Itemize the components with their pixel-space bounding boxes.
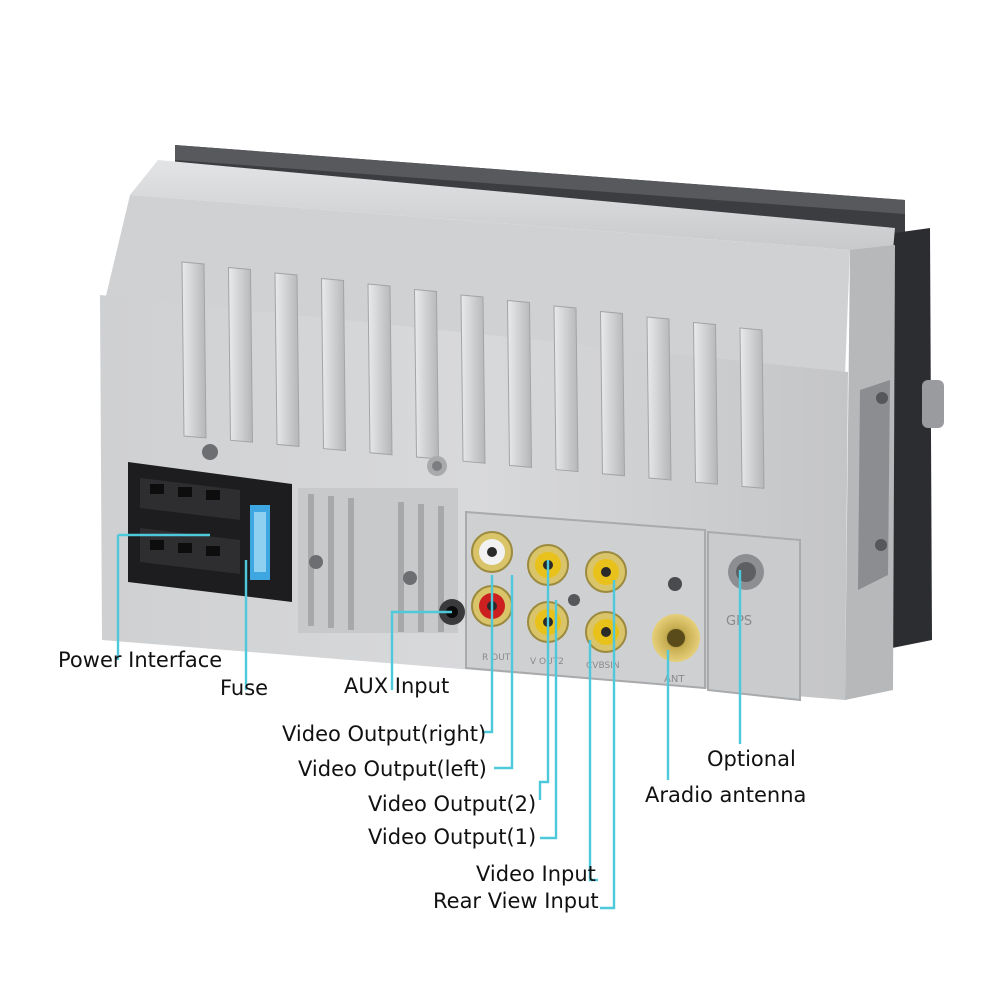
callout-line: [600, 580, 616, 910]
rca-jack: [585, 611, 627, 653]
r-out-marking: R OUT: [482, 653, 511, 663]
heatsink-fin: [227, 266, 254, 443]
heatsink-fins: [181, 261, 765, 489]
label-rear-view-input: Rear View Input: [433, 889, 599, 913]
screw: [202, 444, 218, 460]
rca-jack: [585, 551, 627, 593]
heatsink-fin: [692, 321, 719, 485]
heatsink-fin: [599, 310, 626, 477]
label-fuse: Fuse: [220, 676, 269, 700]
screw: [568, 594, 580, 606]
vent-slots: [298, 488, 458, 633]
callout-line: [494, 575, 514, 770]
ant-marking: ANT: [664, 674, 685, 685]
gps-port: [728, 554, 764, 590]
label-video-output-1: Video Output(1): [368, 825, 537, 849]
heatsink-fin: [413, 288, 440, 460]
screw: [309, 555, 323, 569]
side-screw: [876, 392, 888, 404]
label-aux-input: AUX Input: [344, 674, 450, 698]
screw: [403, 571, 417, 585]
callout-line: [540, 600, 558, 840]
radio-antenna-port: [652, 614, 700, 662]
side-bracket: [858, 380, 890, 590]
mic-hole: [668, 577, 682, 591]
side-screw: [875, 539, 887, 551]
fuse: [250, 505, 270, 580]
heatsink-fin: [506, 299, 533, 468]
chassis-top: [130, 160, 895, 250]
callout-line: [538, 560, 550, 800]
label-aradio-antenna: Aradio antenna: [645, 783, 807, 807]
heatsink-fin: [320, 277, 347, 452]
heatsink-fin: [739, 327, 765, 489]
io-panel: [465, 510, 801, 702]
heatsink-fin: [367, 283, 393, 456]
callout-lines: [116, 533, 742, 910]
callout-line: [390, 610, 452, 690]
label-video-input: Video Input: [476, 862, 596, 886]
label-optional: Optional: [707, 747, 796, 771]
cvbs-in-marking: CVBSIN: [586, 661, 620, 671]
label-power-interface: Power Interface: [58, 648, 223, 672]
heatsink-fin: [646, 316, 672, 481]
callout-line: [116, 533, 210, 660]
callout-line: [588, 640, 598, 882]
label-video-output-2: Video Output(2): [368, 792, 537, 816]
label-video-output-right: Video Output(right): [282, 722, 487, 746]
heatsink-fin: [274, 272, 300, 447]
label-video-output-left: Video Output(left): [298, 757, 487, 781]
knob: [922, 380, 944, 428]
callout-line: [482, 575, 494, 734]
heatsink-fin: [460, 294, 486, 464]
heatsink-fin: [181, 261, 207, 439]
heatsink-fin: [553, 305, 579, 473]
rca-jack: [471, 531, 513, 573]
